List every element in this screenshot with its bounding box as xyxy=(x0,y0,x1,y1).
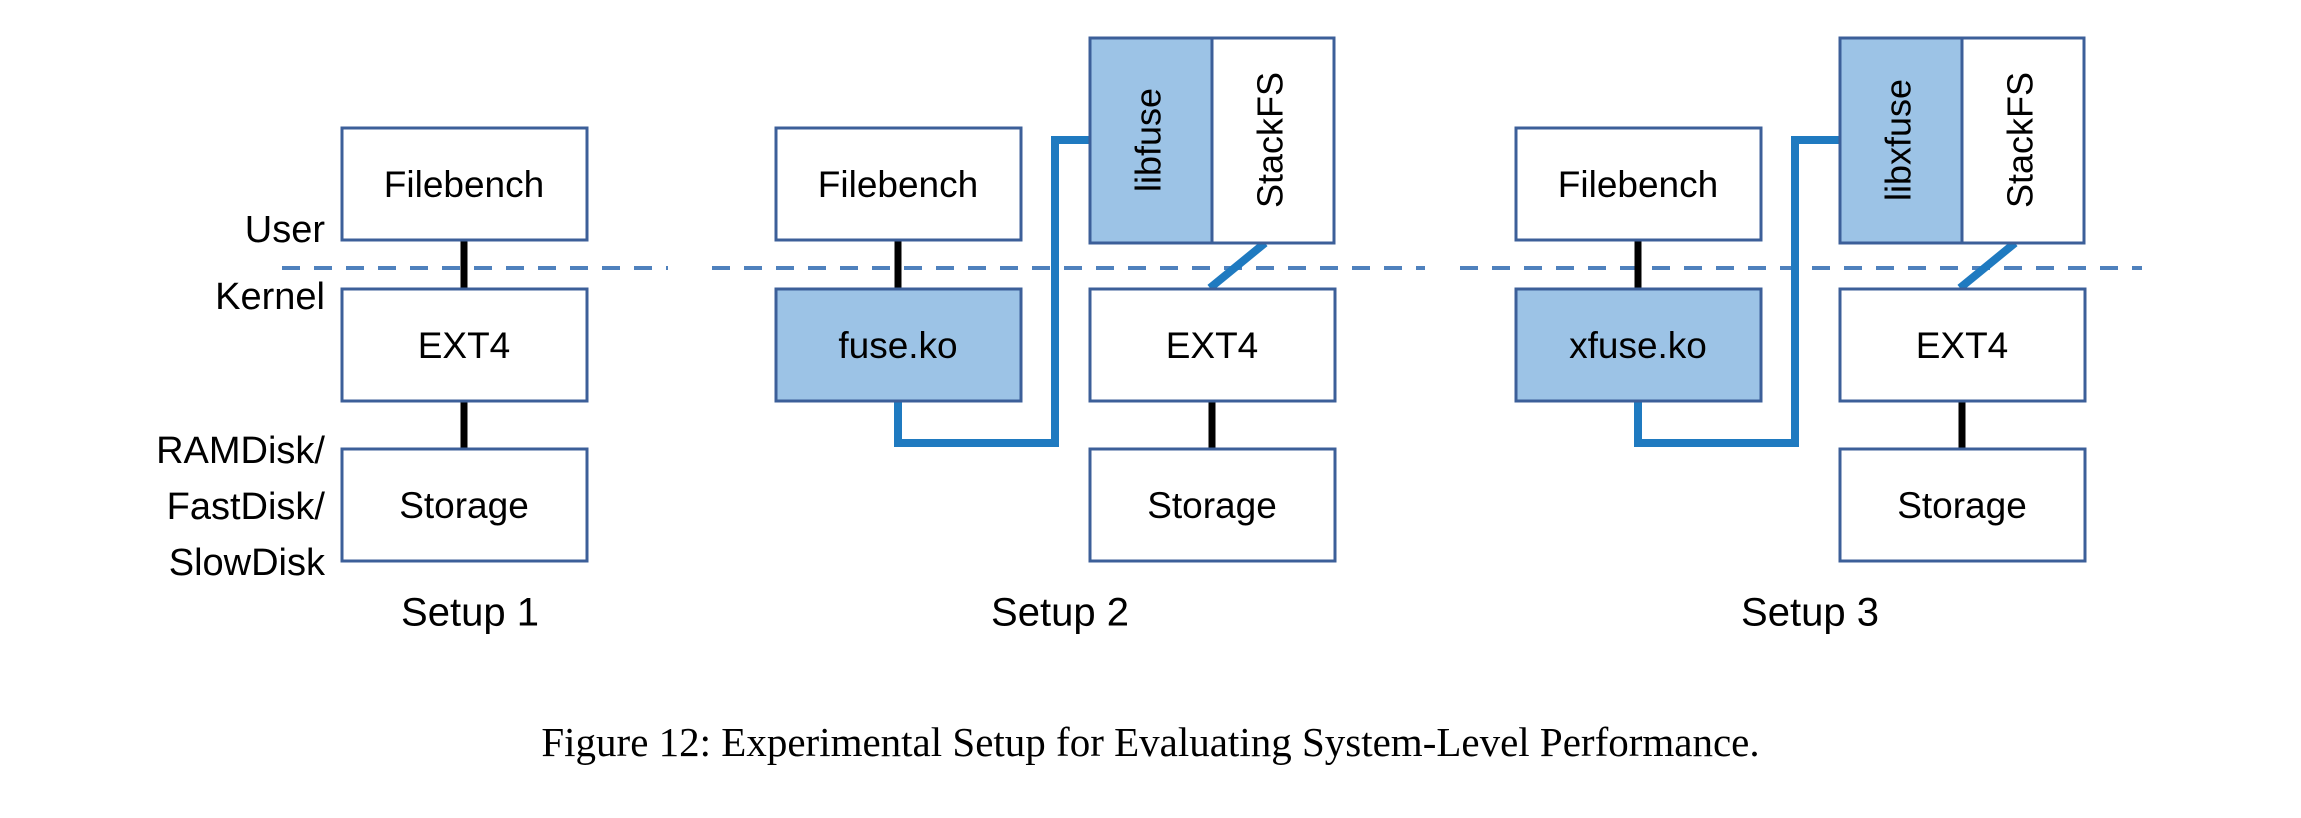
label-storage-media-line-1: RAMDisk/ xyxy=(156,430,325,472)
label-kernel: Kernel xyxy=(215,276,325,318)
box-filebench[interactable]: Filebench xyxy=(1514,126,1763,242)
box-stackfs[interactable]: StackFS xyxy=(1960,36,2086,245)
box-fuse-ko[interactable]: fuse.ko xyxy=(774,287,1023,403)
box-filebench-rect xyxy=(340,126,589,242)
label-user: User xyxy=(245,209,326,251)
box-ext4-label: EXT4 xyxy=(1916,325,2009,366)
box-filebench-label: Filebench xyxy=(818,164,978,205)
box-libfuse[interactable]: libfuse xyxy=(1088,36,1214,245)
box-libfuse-rect xyxy=(1088,36,1214,245)
setup-3-caption: Setup 3 xyxy=(1741,591,1879,635)
connector-xfuseko-to-libxfuse xyxy=(1634,136,1845,447)
box-filebench[interactable]: Filebench xyxy=(774,126,1023,242)
box-storage-rect xyxy=(1088,447,1337,563)
box-stackfs-rect xyxy=(1960,36,2086,245)
box-libxfuse-rect xyxy=(1838,36,1964,245)
setup-1-group: Filebench EXT4 Storage Setup 1 xyxy=(340,126,589,635)
box-ext4-label: EXT4 xyxy=(1166,325,1259,366)
box-ext4-rect xyxy=(1088,287,1337,403)
box-ext4[interactable]: EXT4 xyxy=(1838,287,2087,403)
box-storage[interactable]: Storage xyxy=(1838,447,2087,563)
connector-stackfs-to-ext4 xyxy=(1207,239,1268,292)
connector-stackfs-to-ext4 xyxy=(1957,239,2018,292)
box-libfuse-label: libfuse xyxy=(1128,88,1169,192)
label-storage-media-line-2: FastDisk/ xyxy=(167,486,326,528)
box-storage-label: Storage xyxy=(399,485,529,526)
figure-caption: Figure 12: Experimental Setup for Evalua… xyxy=(541,719,1760,765)
setup-2-caption: Setup 2 xyxy=(991,591,1129,635)
setup-1-caption: Setup 1 xyxy=(401,591,539,635)
box-storage-label: Storage xyxy=(1897,485,2027,526)
box-ext4-label: EXT4 xyxy=(418,325,511,366)
box-filebench[interactable]: Filebench xyxy=(340,126,589,242)
setup-3-group: Filebench libxfuse StackFS xfuse.ko EXT4 xyxy=(1514,36,2087,635)
label-storage-media-line-3: SlowDisk xyxy=(169,542,326,584)
setup-2-group: Filebench libfuse StackFS fuse.ko EXT4 xyxy=(774,36,1337,635)
box-stackfs-label: StackFS xyxy=(1250,72,1291,208)
box-fuse-ko-rect xyxy=(774,287,1023,403)
box-xfuse-ko[interactable]: xfuse.ko xyxy=(1514,287,1763,403)
box-ext4[interactable]: EXT4 xyxy=(1088,287,1337,403)
box-xfuse-ko-label: xfuse.ko xyxy=(1569,325,1707,366)
box-filebench-rect xyxy=(1514,126,1763,242)
box-storage[interactable]: Storage xyxy=(1088,447,1337,563)
box-fuse-ko-label: fuse.ko xyxy=(838,325,957,366)
box-storage-rect xyxy=(1838,447,2087,563)
box-libxfuse-label: libxfuse xyxy=(1878,79,1919,201)
box-stackfs-rect xyxy=(1210,36,1336,245)
box-ext4-rect xyxy=(1838,287,2087,403)
box-filebench-rect xyxy=(774,126,1023,242)
box-storage[interactable]: Storage xyxy=(340,447,589,563)
box-ext4-rect xyxy=(340,287,589,403)
box-storage-rect xyxy=(340,447,589,563)
box-filebench-label: Filebench xyxy=(1558,164,1718,205)
box-storage-label: Storage xyxy=(1147,485,1277,526)
box-xfuse-ko-rect xyxy=(1514,287,1763,403)
box-libxfuse[interactable]: libxfuse xyxy=(1838,36,1964,245)
box-stackfs-label: StackFS xyxy=(2000,72,2041,208)
box-filebench-label: Filebench xyxy=(384,164,544,205)
box-ext4[interactable]: EXT4 xyxy=(340,287,589,403)
box-stackfs[interactable]: StackFS xyxy=(1210,36,1336,245)
connector-fuseko-to-libfuse xyxy=(894,136,1115,447)
